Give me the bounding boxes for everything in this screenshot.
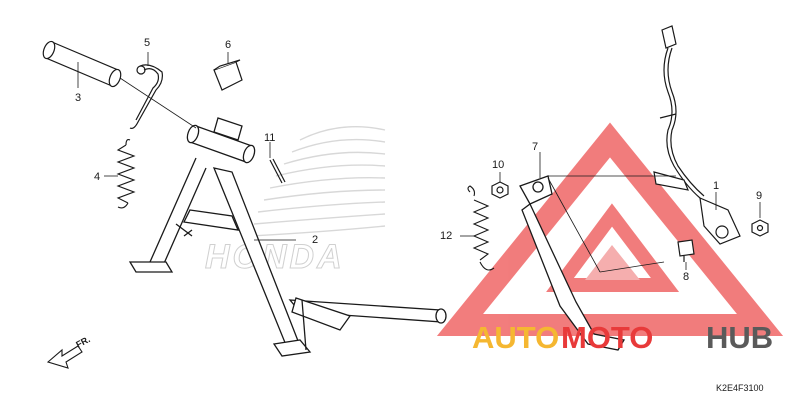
automotohub-wordmark: AUTO MOTO HUB (472, 320, 773, 355)
callout-6: 6 (225, 39, 231, 51)
callout-12: 12 (440, 230, 452, 242)
part-7-side-stand (519, 175, 626, 351)
callout-1: 1 (713, 180, 719, 192)
callout-7: 7 (532, 141, 538, 153)
front-arrow-icon (46, 345, 83, 369)
part-10-nut (491, 181, 509, 199)
wordmark-auto: AUTO (472, 320, 559, 355)
callout-8: 8 (683, 271, 689, 283)
part-9-bolt (751, 219, 769, 237)
part-6-rubber-stopper (213, 59, 243, 91)
wordmark-moto: MOTO (561, 320, 653, 355)
callout-5: 5 (144, 37, 150, 49)
diagram-code: K2E4F3100 (716, 383, 764, 393)
leader-lines (77, 52, 761, 273)
callout-11: 11 (264, 132, 275, 144)
part-5-spring-hook (129, 64, 163, 129)
part-4-spring (116, 139, 136, 209)
part-1-side-stand-switch (653, 25, 741, 245)
honda-watermark-text: HONDA (205, 238, 345, 276)
front-label: FR. (74, 334, 91, 350)
part-11-cotter-pin (269, 158, 286, 184)
part-8-bolt (677, 239, 695, 262)
part-12-side-stand-spring (467, 185, 495, 271)
callout-10: 10 (492, 159, 504, 171)
callout-2: 2 (312, 234, 318, 246)
callout-4: 4 (94, 171, 100, 183)
part-3-pivot-collar (42, 40, 122, 88)
front-direction-indicator: FR. (46, 334, 92, 369)
part-2-main-stand (128, 117, 447, 357)
callout-9: 9 (756, 190, 762, 202)
callout-3: 3 (75, 92, 81, 104)
wordmark-hub: HUB (706, 320, 773, 355)
honda-wing-watermark (249, 126, 386, 237)
